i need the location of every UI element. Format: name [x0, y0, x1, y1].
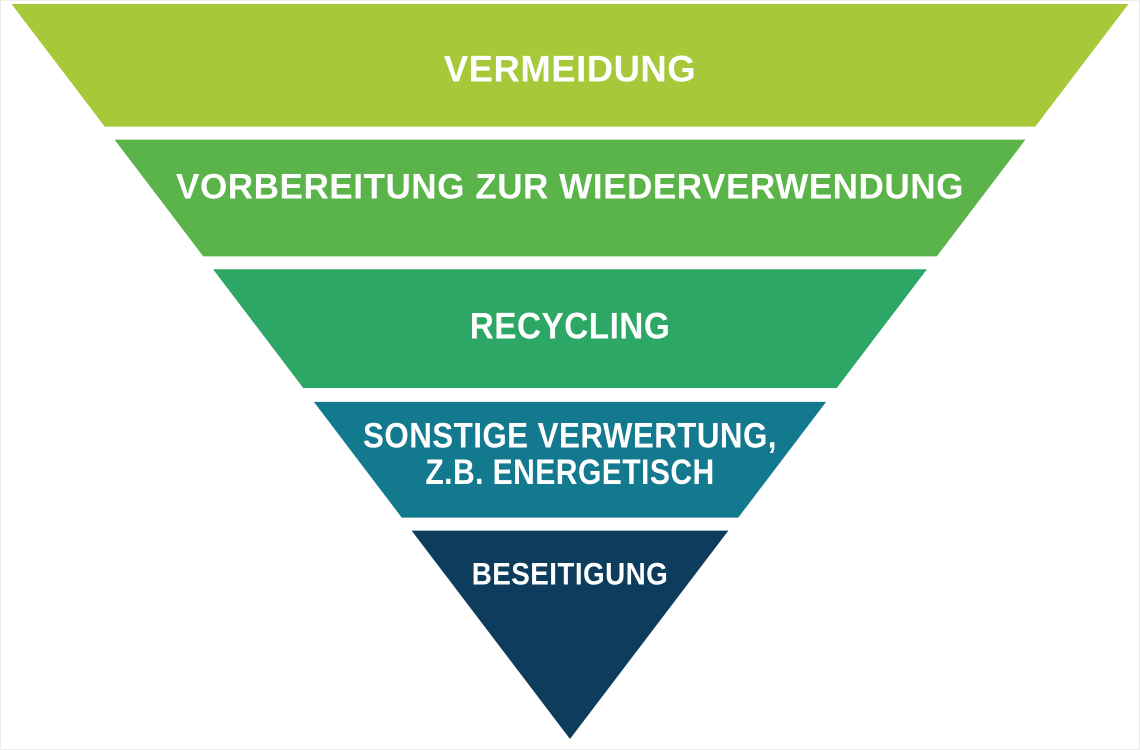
pyramid-level-sonstige-verwertung: SONSTIGE VERWERTUNG, Z.B. ENERGETISCH: [313, 401, 827, 518]
pyramid-level-recycling: RECYCLING: [213, 269, 927, 388]
level-vermeidung-shape: [11, 3, 1129, 127]
level-vorbereitung-label: VORBEREITUNG ZUR WIEDERVERWENDUNG: [176, 167, 964, 207]
level-vermeidung-label: VERMEIDUNG: [444, 48, 696, 89]
pyramid-level-vorbereitung: VORBEREITUNG ZUR WIEDERVERWENDUNG: [114, 139, 1026, 257]
level-sonstige-verwertung-label-line2: Z.B. ENERGETISCH: [425, 453, 714, 492]
level-recycling-shape: [213, 269, 927, 388]
level-beseitigung-shape: [411, 530, 729, 740]
pyramid-level-beseitigung: BESEITIGUNG: [411, 530, 729, 740]
level-beseitigung-label: BESEITIGUNG: [472, 555, 668, 591]
level-sonstige-verwertung-label-line1: SONSTIGE VERWERTUNG,: [363, 416, 777, 455]
level-vorbereitung-shape: [114, 139, 1026, 257]
level-recycling-label: RECYCLING: [470, 306, 670, 347]
level-sonstige-verwertung-shape: [313, 401, 827, 518]
pyramid-level-vermeidung: VERMEIDUNG: [11, 3, 1129, 127]
